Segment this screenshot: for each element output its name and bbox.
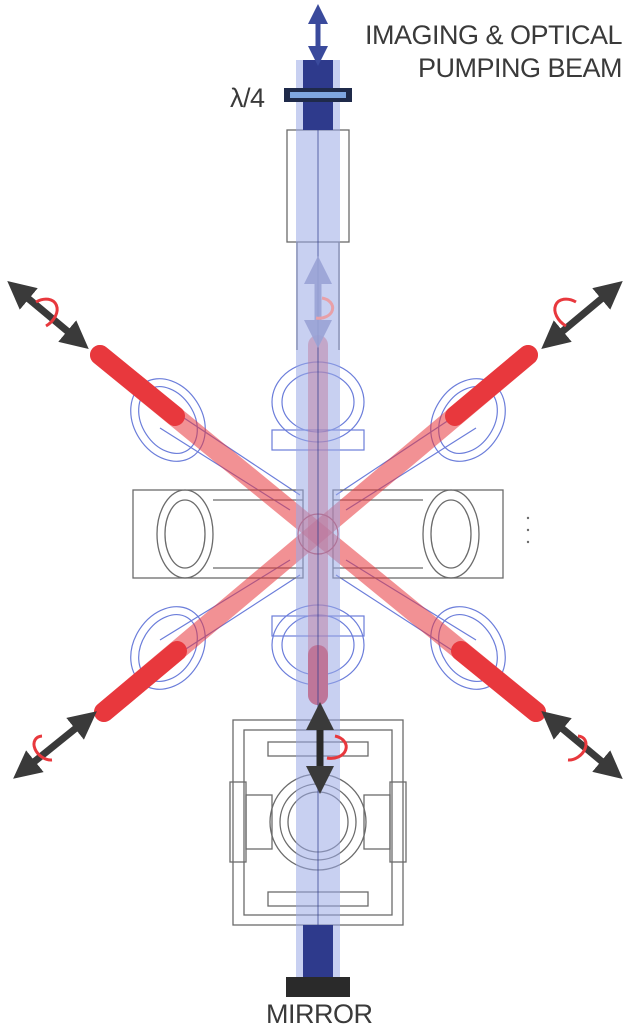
waveplate-label: λ/4 xyxy=(230,83,265,114)
arrow-lower-right xyxy=(552,720,612,770)
arrow-upper-right xyxy=(552,290,612,340)
waveplate xyxy=(284,88,352,102)
mirror xyxy=(286,977,350,997)
dots xyxy=(527,517,529,543)
imaging-beam-label-line2: PUMPING BEAM xyxy=(340,53,622,84)
arrow-upper-left xyxy=(18,290,78,340)
imaging-beam-bottom-core xyxy=(303,925,333,985)
mirror-label: MIRROR xyxy=(266,999,373,1030)
imaging-beam-label-line1: IMAGING & OPTICAL xyxy=(340,20,622,51)
imaging-beam xyxy=(296,60,340,985)
